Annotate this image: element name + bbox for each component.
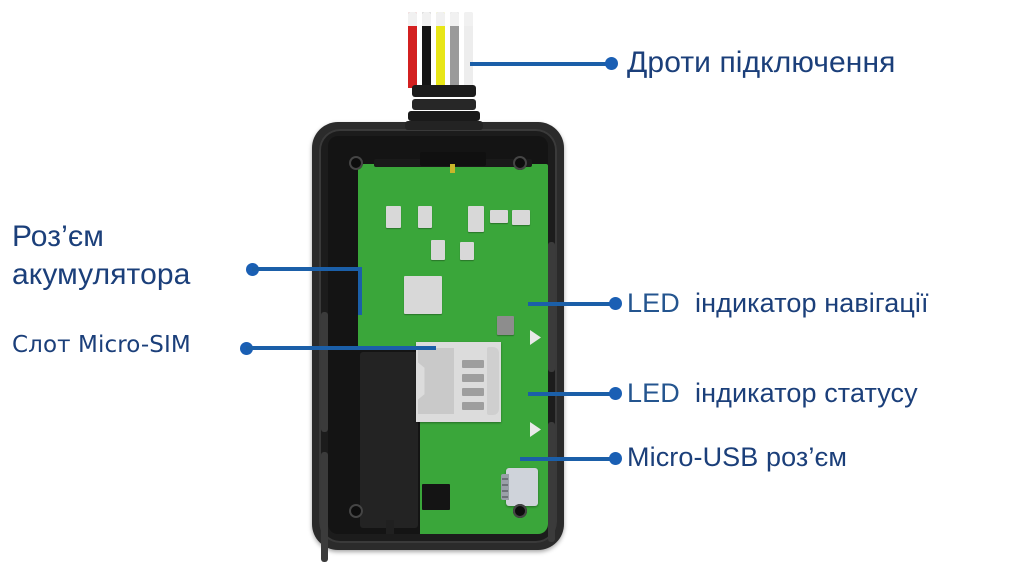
case-rail-right-lower: [548, 422, 555, 542]
leader-dot-led-status: [609, 387, 622, 400]
micro-usb-pin-4: [502, 496, 508, 498]
wire-red: [408, 12, 417, 88]
micro-usb-mouth: [501, 474, 509, 500]
wire-harness: [396, 0, 492, 130]
sim-contact-2: [462, 374, 484, 382]
leader-dot-led-navigation: [609, 297, 622, 310]
callout-label-led-status-kind: LED: [627, 378, 680, 408]
wire-black: [422, 12, 431, 88]
battery-connector-block: [360, 352, 418, 534]
case-rail-left-upper: [321, 312, 328, 432]
case-rail-right-upper: [548, 242, 555, 372]
wire-white-tip: [464, 12, 473, 26]
wire-yellow-tip: [436, 12, 445, 26]
harness-grommet-1: [412, 85, 476, 97]
pcb-component-c7: [460, 242, 474, 260]
leader-line-sim-slot: [246, 346, 436, 350]
harness-grommet-2: [412, 99, 476, 110]
leader-line-led-navigation: [528, 302, 616, 306]
leader-line-battery-v: [358, 267, 362, 315]
device-case-inner: [328, 136, 548, 534]
callout-label-led-navigation: LED індикатор навігації: [627, 288, 929, 318]
pcb-component-c5: [512, 210, 530, 225]
leader-dot-micro-usb: [609, 452, 622, 465]
wire-yellow: [436, 12, 445, 88]
pcb-wire-connector: [420, 152, 486, 166]
pcb-component-ic-main: [404, 276, 442, 314]
pcb-component-c6: [431, 240, 445, 260]
leader-line-micro-usb: [520, 457, 616, 461]
device-illustration: [312, 122, 564, 562]
harness-grommet-3: [408, 111, 480, 121]
sim-contact-3: [462, 388, 484, 396]
callout-label-led-navigation-kind: LED: [627, 288, 680, 318]
case-screw-top-right: [513, 156, 527, 170]
case-screw-bottom-left: [349, 504, 363, 518]
callout-label-battery-line1: Роз’єм: [12, 220, 104, 253]
leader-line-led-status: [528, 392, 616, 396]
pcb-component-c1: [386, 206, 401, 228]
callout-label-battery-line2: акумулятора: [12, 258, 191, 292]
micro-usb-pin-1: [502, 478, 508, 480]
wire-white: [464, 12, 473, 88]
micro-usb-pin-3: [502, 490, 508, 492]
sim-slot-lip: [487, 347, 499, 415]
callout-label-wires: Дроти підключення: [627, 46, 896, 79]
sim-tray: [418, 348, 454, 414]
micro-sim-slot: [416, 342, 501, 422]
pcb-component-black-pad: [422, 484, 450, 510]
led-navigation: [530, 330, 541, 345]
wire-gray: [450, 12, 459, 88]
wire-black-tip: [422, 12, 431, 26]
case-screw-bottom-right: [513, 504, 527, 518]
callout-label-sim-slot: Слот Micro-SIM: [12, 332, 191, 358]
callout-label-micro-usb: Micro-USB роз’єм: [627, 442, 848, 472]
harness-grommet-4: [405, 121, 483, 130]
pcb-component-c8: [497, 316, 514, 335]
micro-usb-pin-2: [502, 484, 508, 486]
leader-dot-wires: [605, 57, 618, 70]
battery-connector-tab: [386, 520, 394, 534]
pcb-component-c3: [468, 206, 484, 232]
led-status: [530, 422, 541, 437]
callout-label-led-status: LED індикатор статусу: [627, 378, 918, 408]
callout-label-led-navigation-text: індикатор навігації: [695, 288, 929, 318]
sim-contact-4: [462, 402, 484, 410]
case-rail-left-lower: [321, 452, 328, 562]
pcb-component-c2: [418, 206, 432, 228]
leader-line-battery-h: [252, 267, 362, 271]
case-screw-top-left: [349, 156, 363, 170]
micro-usb-port: [501, 468, 538, 506]
pcb-yellow-component: [450, 164, 455, 173]
callout-label-led-status-text: індикатор статусу: [695, 378, 918, 408]
pcb-component-c4: [490, 210, 508, 223]
wire-gray-tip: [450, 12, 459, 26]
sim-contact-1: [462, 360, 484, 368]
wire-red-tip: [408, 12, 417, 26]
callout-label-battery-connector: Роз’єм акумулятора: [12, 218, 190, 295]
leader-line-wires: [470, 62, 610, 66]
